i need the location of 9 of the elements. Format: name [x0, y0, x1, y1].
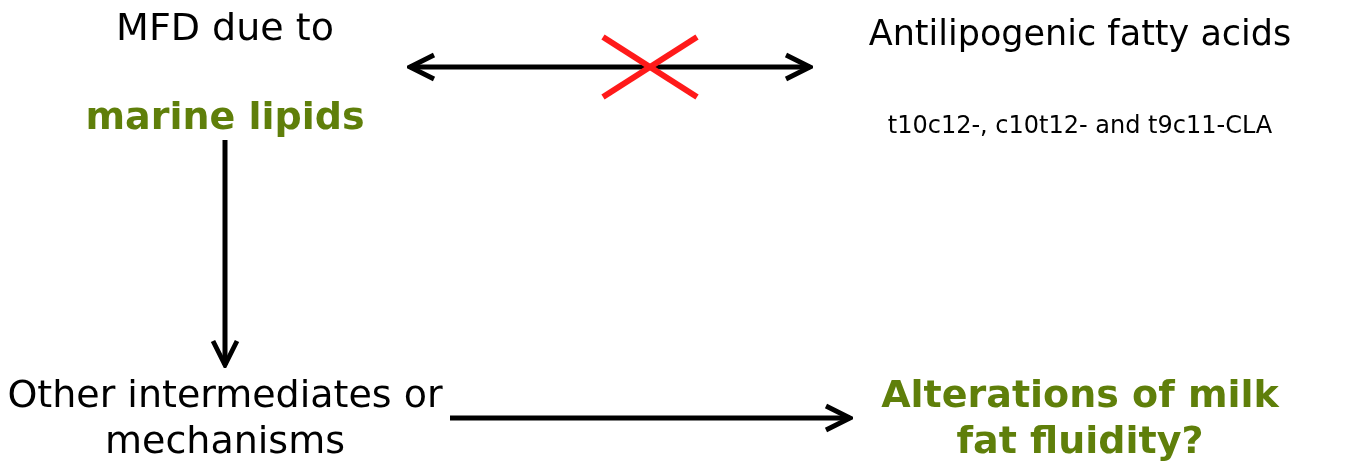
node-text: MFD due to [116, 5, 334, 51]
node-text: t10c12-, c10t12- and t9c11-CLA [887, 111, 1273, 140]
node-text: Other intermediates or mechanisms [6, 371, 444, 464]
node-text: Antilipogenic fatty acids [868, 12, 1292, 54]
arrow [210, 140, 240, 368]
node-text: marine lipids [85, 94, 365, 140]
node-text: Alterations of milk fat fluidity? [880, 371, 1280, 464]
arrow [407, 52, 813, 82]
arrow [450, 403, 853, 433]
